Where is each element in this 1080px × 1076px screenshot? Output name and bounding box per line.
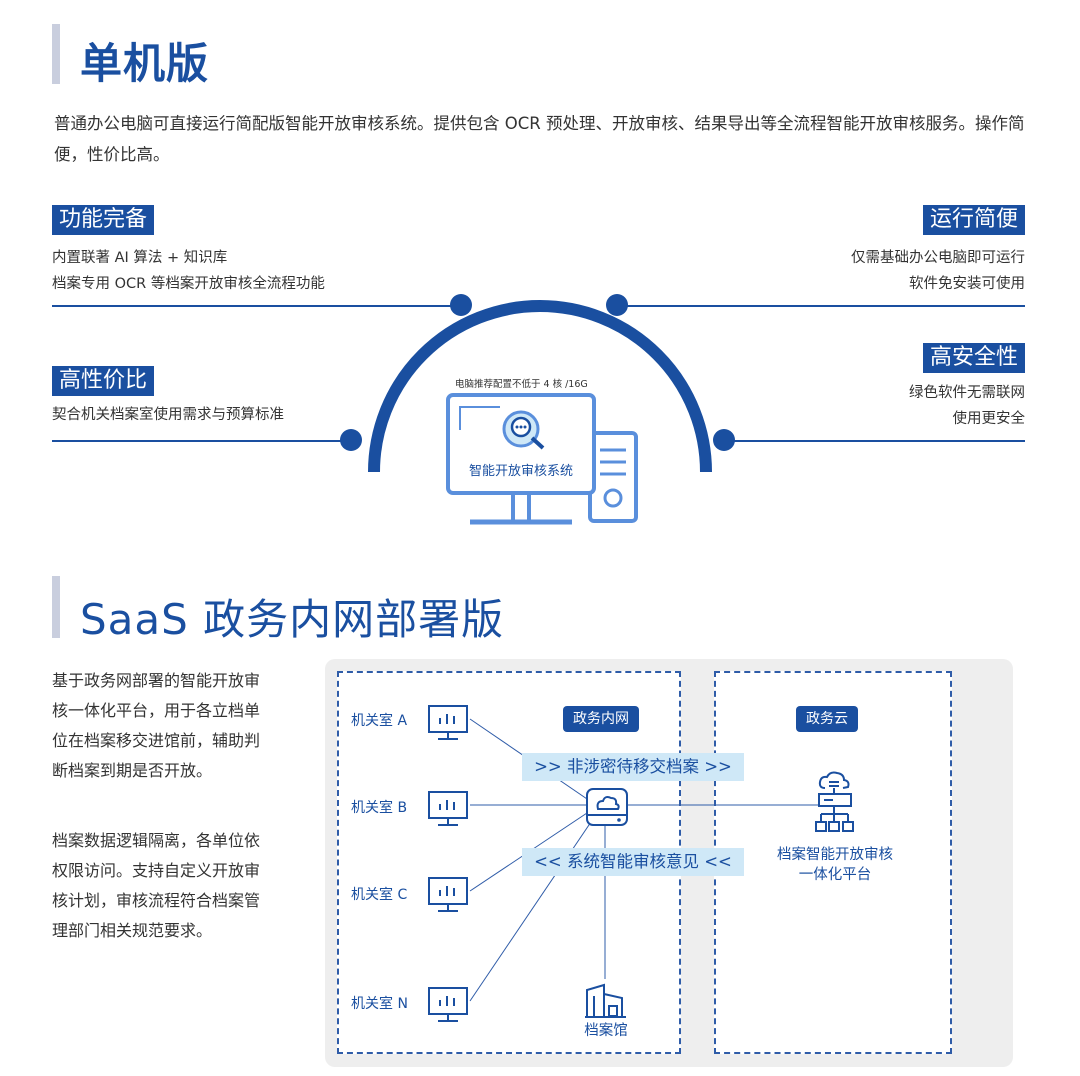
paragraph-line: 理部门相关规范要求。 <box>52 921 213 940</box>
connector-dot <box>606 294 628 316</box>
paragraph-line: 核一体化平台，用于各立档单 <box>52 701 261 720</box>
connector-line <box>52 305 462 307</box>
monitor-icon <box>428 791 468 826</box>
feature-tag-easy: 运行简便 <box>922 205 1025 235</box>
paragraph-line: 核计划，审核流程符合档案管 <box>52 891 261 910</box>
monitor-icon <box>428 987 468 1022</box>
flow-outbound: >> 非涉密待移交档案 >> <box>522 753 744 781</box>
connector-line <box>724 440 1025 442</box>
connector-dot <box>450 294 472 316</box>
feature-line: 绿色软件无需联网 <box>909 385 1025 401</box>
computer-icon <box>446 393 638 525</box>
feature-complete-text: 内置联著 AI 算法 + 知识库 档案专用 OCR 等档案开放审核全流程功能 <box>52 245 325 297</box>
archive-building-icon <box>585 983 626 1018</box>
gateway-cloud-icon <box>586 788 628 826</box>
feature-tag-secure: 高安全性 <box>922 343 1025 373</box>
platform-label-line: 档案智能开放审核 <box>777 847 893 863</box>
connector-line <box>52 440 352 442</box>
monitor-icon <box>428 877 468 912</box>
feature-line: 契合机关档案室使用需求与预算标准 <box>52 407 284 423</box>
arc-decoration <box>368 300 712 473</box>
platform-label: 档案智能开放审核 一体化平台 <box>760 845 910 885</box>
feature-secure-text: 绿色软件无需联网 使用更安全 <box>909 380 1025 432</box>
room-label-a: 机关室 A <box>351 713 408 729</box>
saas-paragraph-2: 档案数据逻辑隔离，各单位依 权限访问。支持自定义开放审 核计划，审核流程符合档案… <box>52 826 302 946</box>
room-label-n: 机关室 N <box>351 996 408 1012</box>
platform-server-icon <box>815 771 854 832</box>
paragraph-line: 档案数据逻辑隔离，各单位依 <box>52 831 261 850</box>
saas-title: SaaS 政务内网部署版 <box>80 595 505 644</box>
paragraph-line: 基于政务网部署的智能开放审 <box>52 671 261 690</box>
monitor-icon <box>428 705 468 740</box>
computer-spec: 电脑推荐配置不低于 4 核 /16G <box>455 379 588 390</box>
feature-line: 使用更安全 <box>952 411 1026 427</box>
room-label-c: 机关室 C <box>351 887 408 903</box>
feature-line: 仅需基础办公电脑即可运行 <box>851 250 1025 266</box>
connector-dot <box>713 429 735 451</box>
room-label-b: 机关室 B <box>351 800 408 816</box>
connector-line <box>617 305 1025 307</box>
flow-inbound: << 系统智能审核意见 << <box>522 848 744 876</box>
paragraph-line: 断档案到期是否开放。 <box>52 761 213 780</box>
saas-paragraph-1: 基于政务网部署的智能开放审 核一体化平台，用于各立档单 位在档案移交进馆前，辅助… <box>52 666 302 786</box>
feature-easy-text: 仅需基础办公电脑即可运行 软件免安装可使用 <box>851 245 1025 297</box>
feature-tag-complete: 功能完备 <box>52 205 155 235</box>
feature-line: 档案专用 OCR 等档案开放审核全流程功能 <box>52 276 325 292</box>
feature-value-text: 契合机关档案室使用需求与预算标准 <box>52 402 284 428</box>
feature-line: 内置联著 AI 算法 + 知识库 <box>52 250 228 266</box>
cloud-label: 政务云 <box>796 706 858 732</box>
cloud-zone <box>714 671 952 1054</box>
archive-label: 档案馆 <box>584 1023 628 1039</box>
computer-screen-label: 智能开放审核系统 <box>468 464 573 479</box>
connector-dot <box>340 429 362 451</box>
feature-tag-value: 高性价比 <box>52 366 155 396</box>
standalone-intro: 普通办公电脑可直接运行简配版智能开放审核系统。提供包含 OCR 预处理、开放审核… <box>54 114 1025 164</box>
paragraph-line: 权限访问。支持自定义开放审 <box>52 861 261 880</box>
section-accent-bar <box>52 24 60 84</box>
intranet-label: 政务内网 <box>563 706 639 732</box>
section-accent-bar <box>52 576 60 638</box>
paragraph-line: 位在档案移交进馆前，辅助判 <box>52 731 261 750</box>
platform-label-line: 一体化平台 <box>798 867 872 883</box>
feature-line: 软件免安装可使用 <box>909 276 1025 292</box>
standalone-title: 单机版 <box>80 39 210 88</box>
